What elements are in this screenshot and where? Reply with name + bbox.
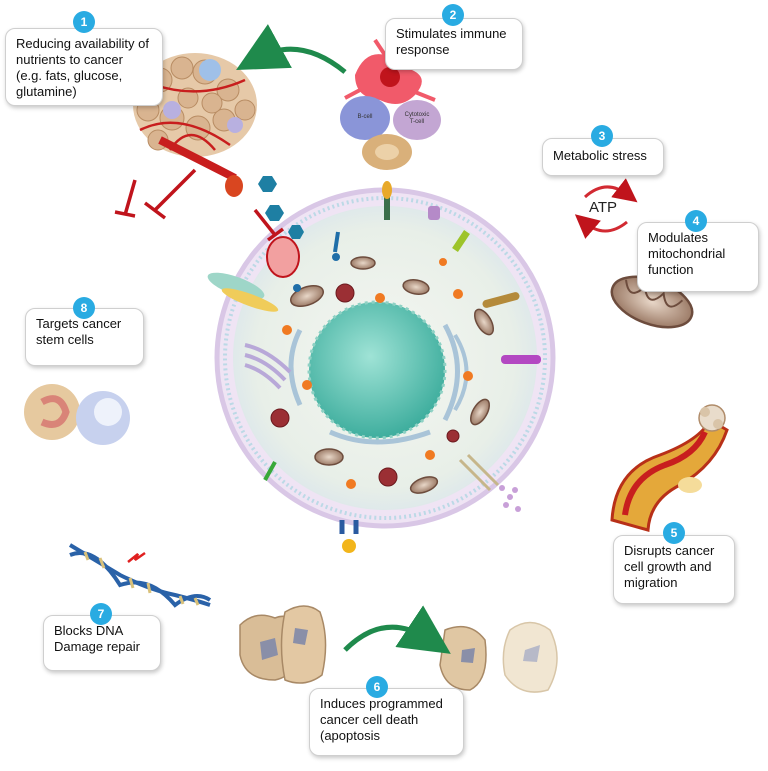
blood-vessel — [610, 404, 729, 532]
atp-cycle — [574, 178, 638, 239]
step-2-badge: 2 — [442, 4, 464, 26]
nutrient-molecules — [258, 176, 304, 239]
step-1-text: Reducing availability of nutrients to ca… — [16, 36, 149, 99]
step-5-text: Disrupts cancer cell growth and migratio… — [624, 543, 715, 590]
apoptosis-sequence — [239, 605, 558, 693]
callout-step-2: Stimulates immune response — [385, 18, 523, 70]
step-2-text: Stimulates immune response — [396, 26, 507, 57]
step-8-text: Targets cancer stem cells — [36, 316, 122, 347]
nucleus — [309, 302, 445, 438]
transporter-protein — [266, 236, 300, 278]
cancer-cell — [214, 181, 556, 553]
immune-arrow — [236, 24, 347, 74]
b-cell-label: B-cell — [357, 114, 373, 120]
step-4-badge: 4 — [685, 210, 707, 232]
step-3-text: Metabolic stress — [553, 148, 647, 163]
step-3-badge: 3 — [591, 125, 613, 147]
inhibition-lines — [114, 168, 285, 242]
dna-helix — [68, 543, 212, 608]
membrane-receptors — [263, 181, 541, 553]
golgi-apparatus — [244, 343, 292, 390]
stem-cells — [24, 384, 130, 445]
vesicles — [282, 258, 473, 489]
endoplasmic-reticulum — [288, 328, 303, 407]
callout-step-1: Reducing availability of nutrients to ca… — [5, 28, 163, 106]
step-6-badge: 6 — [366, 676, 388, 698]
step-1-badge: 1 — [73, 11, 95, 33]
cell-membrane-inner — [223, 196, 547, 520]
lysosomes — [270, 283, 460, 487]
callout-step-5: Disrupts cancer cell growth and migratio… — [613, 535, 735, 604]
step-5-badge: 5 — [663, 522, 685, 544]
t-cell — [393, 100, 441, 140]
atp-label: ATP — [589, 199, 618, 216]
step-4-text: Modulates mitochondrial function — [648, 230, 726, 277]
mitochondria — [289, 256, 495, 494]
callout-step-6: Induces programmed cancer cell death (ap… — [309, 688, 464, 756]
step-6-text: Induces programmed cancer cell death (ap… — [320, 696, 443, 743]
step-8-badge: 8 — [73, 297, 95, 319]
b-cell — [340, 96, 390, 140]
step-7-text: Blocks DNA Damage repair — [54, 623, 140, 654]
t-cell-label: Cytotoxic T-cell — [404, 112, 430, 125]
callout-step-4: Modulates mitochondrial function — [637, 222, 759, 292]
step-7-badge: 7 — [90, 603, 112, 625]
tumor-mass — [133, 53, 257, 197]
